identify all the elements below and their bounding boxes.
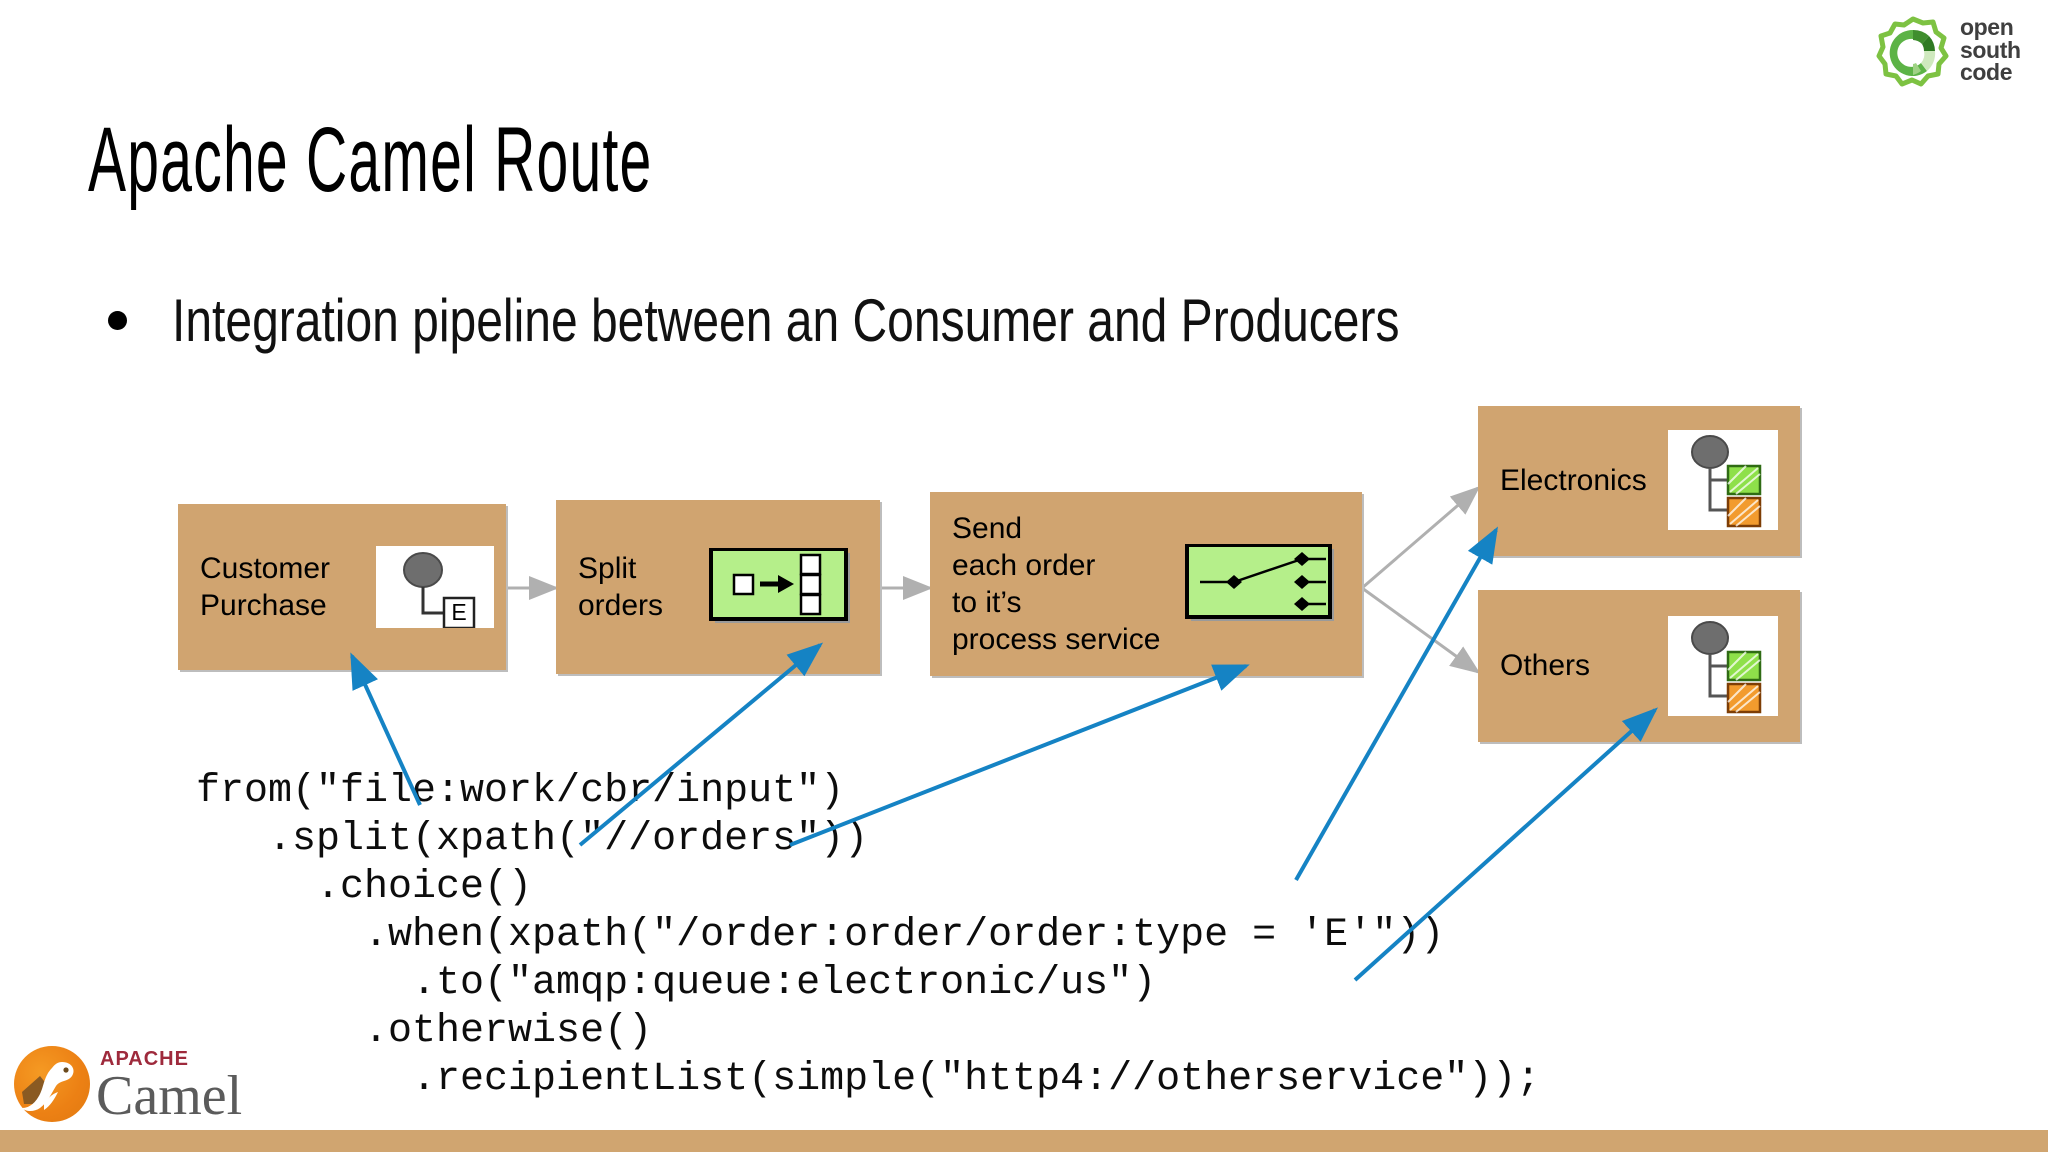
svg-text:E: E: [451, 599, 466, 625]
camel-wordmark: Camel: [96, 1065, 243, 1127]
osc-word-open: open: [1960, 14, 2014, 40]
node-customer-purchase: Customer Purchase E: [178, 504, 506, 670]
open-south-code-logo: open south code: [1876, 8, 2036, 92]
bullet-marker-icon: [108, 311, 127, 330]
endpoint-e-icon: E: [376, 546, 494, 630]
node-electronics: Electronics: [1478, 406, 1800, 556]
apache-camel-logo: APACHE Camel: [8, 1040, 268, 1132]
node-split-orders: Split orders: [556, 500, 880, 674]
osc-wordmark: open south code: [1960, 16, 2021, 84]
camel-head-icon: [14, 1046, 90, 1122]
splitter-icon: [708, 547, 860, 632]
node-send-each-order: Send each order to it’s process service: [930, 492, 1362, 676]
osc-word-south: south: [1960, 36, 2021, 63]
node-label-customer-purchase: Customer Purchase: [200, 551, 331, 622]
footer-bar: [0, 1130, 2048, 1152]
recipient-list-icon: [1668, 430, 1778, 530]
page-title: Apache Camel Route: [88, 109, 653, 211]
node-label-electronics: Electronics: [1500, 464, 1647, 498]
node-label-send-each-order: Send each order to it’s process service: [952, 511, 1161, 657]
recipient-list-icon: [1668, 616, 1778, 716]
camel-apache-word: APACHE: [100, 1048, 189, 1070]
bullet-text: Integration pipeline between an Consumer…: [172, 287, 1400, 354]
osc-word-code: code: [1960, 59, 2013, 86]
node-label-split-orders: Split orders: [578, 551, 664, 622]
node-label-others: Others: [1500, 649, 1591, 683]
code-block: from("file:work/cbr/input") .split(xpath…: [196, 769, 1541, 1102]
content-based-router-icon: [1184, 543, 1344, 628]
node-others: Others: [1478, 590, 1800, 742]
bullet-item: Integration pipeline between an Consumer…: [108, 286, 1706, 355]
osc-circle-c-icon: [1876, 16, 1950, 90]
